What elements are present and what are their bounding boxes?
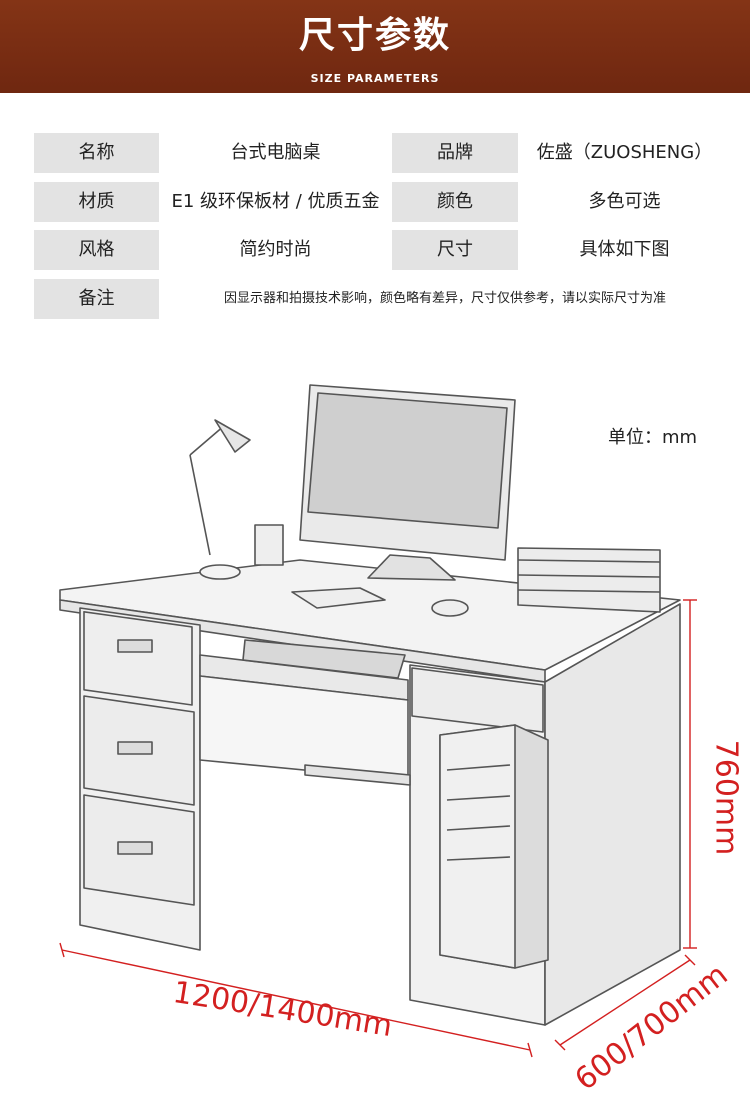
page-subtitle: SIZE PARAMETERS [310,72,440,85]
drawer-top [83,610,193,706]
spec-label: 名称 [34,133,159,173]
spec-value: 台式电脑桌 [159,133,392,173]
depth-dimension-line [559,959,691,1046]
header-banner: 尺寸参数 SIZE PARAMETERS [0,0,750,93]
page-title: 尺寸参数 [298,15,451,56]
spec-value: E1 级环保板材 / 优质五金 [159,182,392,222]
unit-label: 单位：mm [608,427,698,448]
monitor-screen [307,392,508,529]
height-dimension-label: 760mm [708,739,744,856]
lamp-head [214,419,251,453]
spec-row-note: 备注 因显示器和拍摄技术影响，颜色略有差异，尺寸仅供参考，请以实际尺寸为准 [34,279,731,319]
keyboard [242,639,406,679]
spec-value: 简约时尚 [159,230,392,270]
note-value: 因显示器和拍摄技术影响，颜色略有差异，尺寸仅供参考，请以实际尺寸为准 [159,279,731,319]
spec-label: 材质 [34,182,159,222]
monitor-stand [367,554,456,581]
book-stack [517,547,661,613]
tissue-box [291,587,386,609]
pen-holder [254,524,284,566]
spec-value: 佐盛（ZUOSHENG） [518,133,731,173]
spec-value: 具体如下图 [518,230,731,270]
desk-illustration [59,384,697,1058]
note-label: 备注 [34,279,159,319]
spec-label: 品牌 [392,133,518,173]
spec-label: 风格 [34,230,159,270]
spec-row: 风格 简约时尚 尺寸 具体如下图 [34,230,731,270]
mouse [431,599,469,617]
right-side-panel [544,603,681,1026]
spec-row: 名称 台式电脑桌 品牌 佐盛（ZUOSHENG） [34,133,731,173]
cup [199,564,241,580]
cpu-shelf [304,764,411,786]
right-drawer [411,667,544,733]
width-dimension-line [61,949,531,1051]
spec-label: 尺寸 [392,230,518,270]
spec-row: 材质 E1 级环保板材 / 优质五金 颜色 多色可选 [34,182,731,222]
spec-label: 颜色 [392,182,518,222]
spec-value: 多色可选 [518,182,731,222]
